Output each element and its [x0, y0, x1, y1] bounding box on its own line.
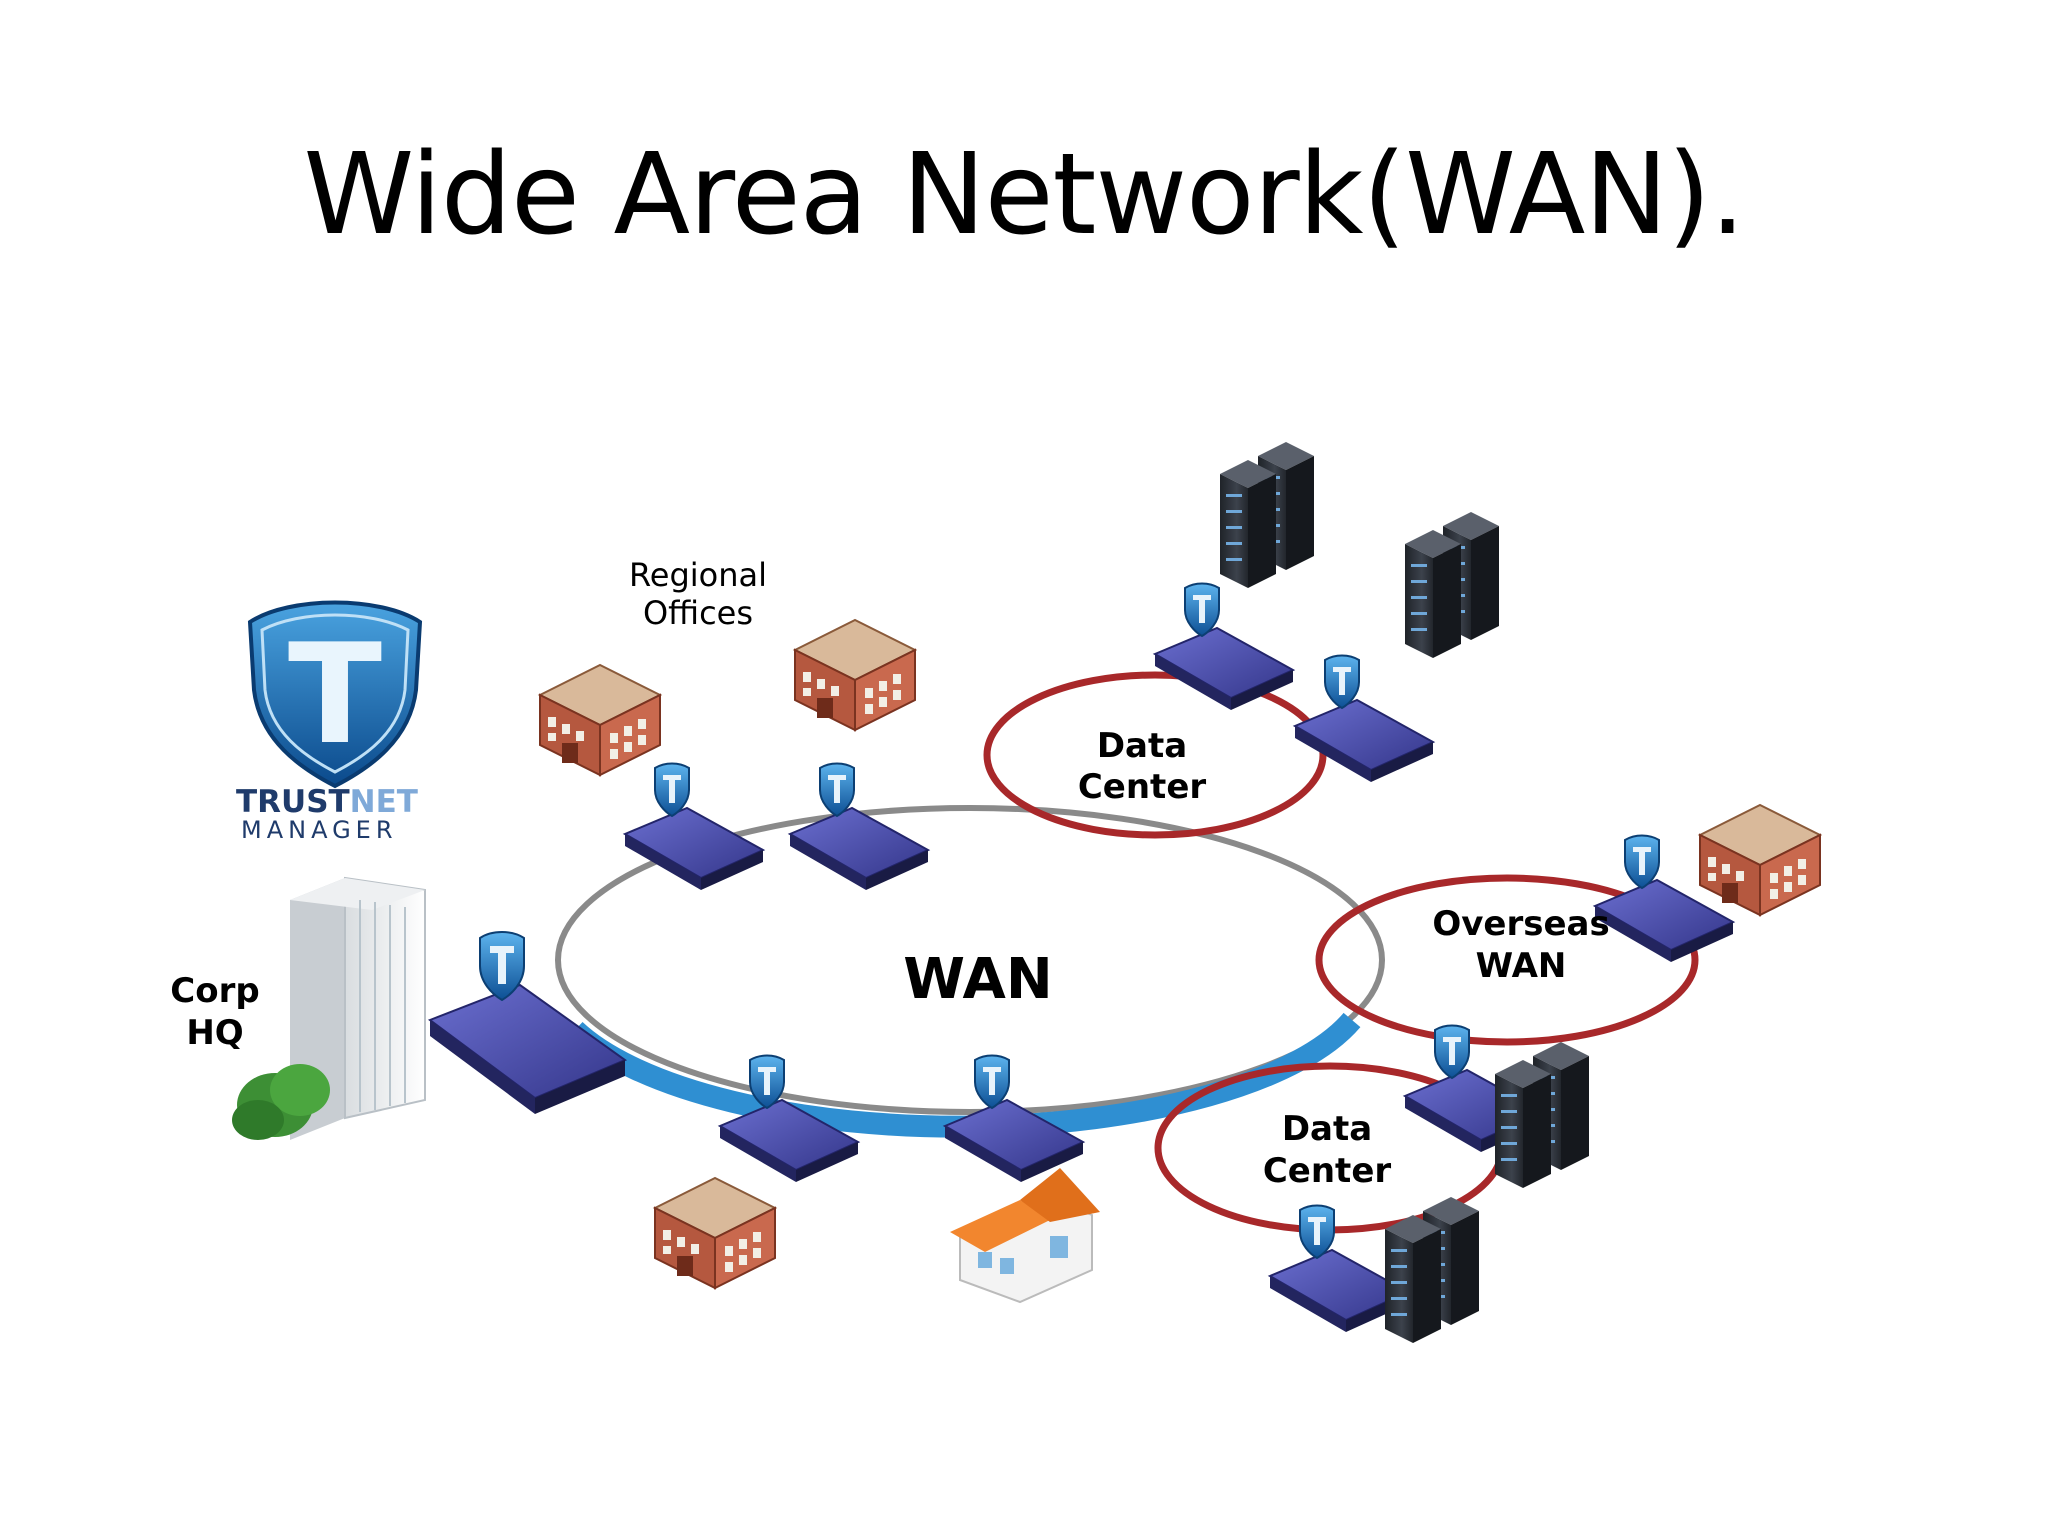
overseas-wan-ring [1315, 874, 1699, 1046]
data-center-bottom-label-line1: Data [1282, 1109, 1372, 1149]
wan-label: WAN [903, 947, 1052, 1012]
regional-office-left-icon [539, 664, 661, 776]
logo-subtitle: MANAGER [241, 816, 398, 844]
trustnet-logo: T TRUSTNET MANAGER [236, 600, 423, 844]
data-center-top-ring [983, 671, 1327, 839]
data-center-top-router-left-icon [1154, 582, 1294, 711]
slide-title: Wide Area Network(WAN). [303, 130, 1746, 260]
logo-brand-dark: TRUST [236, 784, 350, 820]
data-center-bottom-label-line2: Center [1263, 1151, 1392, 1191]
data-center-top-label-line2: Center [1078, 767, 1207, 807]
corp-hq-building-icon [232, 876, 426, 1140]
server-rack-top-right-icon [1405, 512, 1499, 658]
corp-hq-label-line2: HQ [186, 1013, 243, 1053]
server-rack-bottom-left-icon [1385, 1197, 1479, 1343]
regional-offices-label-line1: Regional [629, 556, 767, 594]
corp-hq-router-icon [427, 931, 628, 1114]
data-center-top-router-right-icon [1294, 654, 1434, 783]
overseas-wan-label-line2: WAN [1476, 946, 1567, 986]
wan-ring [555, 805, 1385, 1115]
regional-office-bottom-icon [654, 1177, 776, 1289]
svg-text:TRUSTNET: TRUSTNET [236, 784, 418, 820]
overseas-wan-label-line1: Overseas [1432, 904, 1609, 944]
server-rack-bottom-right-icon [1495, 1042, 1589, 1188]
corp-hq-label-line1: Corp [170, 971, 259, 1011]
logo-letter: T [288, 614, 382, 775]
data-center-top-label-line1: Data [1097, 726, 1187, 766]
server-rack-top-left-icon [1220, 442, 1314, 588]
regional-router-right-icon [789, 762, 929, 891]
regional-office-right-icon [794, 619, 916, 731]
regional-offices-label-line2: Offices [643, 594, 753, 632]
regional-router-left-icon [624, 762, 764, 891]
overseas-office-icon [1699, 804, 1821, 916]
logo-brand-light: NET [350, 784, 418, 820]
home-office-icon [950, 1168, 1100, 1304]
